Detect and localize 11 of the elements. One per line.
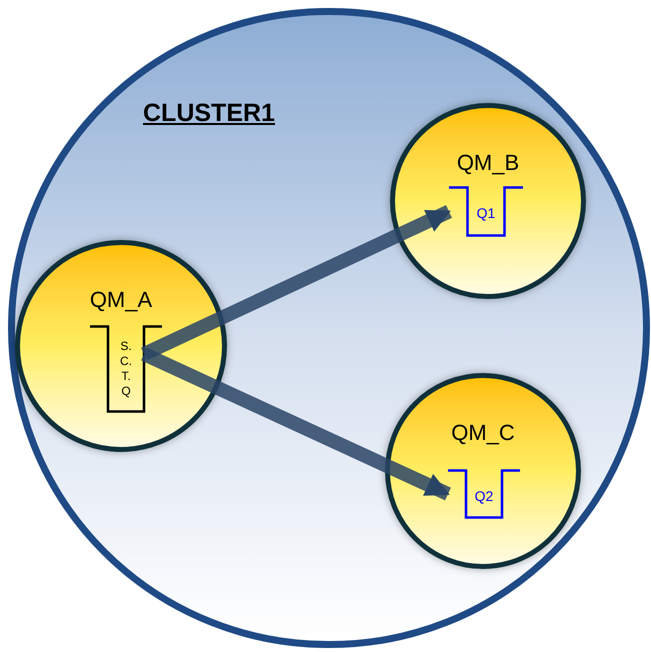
queue-label: Q1 xyxy=(476,204,496,223)
queue-symbol xyxy=(448,469,520,519)
queue-label: S. C. T. Q xyxy=(119,339,133,399)
queue-manager-label: QM_A xyxy=(88,286,154,314)
queue-symbol xyxy=(449,186,523,237)
queue-label: Q2 xyxy=(474,486,494,506)
queue-manager-label: QM_B xyxy=(456,149,520,177)
queue-manager-label: QM_C xyxy=(450,419,516,447)
arrow xyxy=(141,348,451,500)
queue-symbol xyxy=(90,325,162,413)
cluster-title: CLUSTER1 xyxy=(143,98,275,129)
